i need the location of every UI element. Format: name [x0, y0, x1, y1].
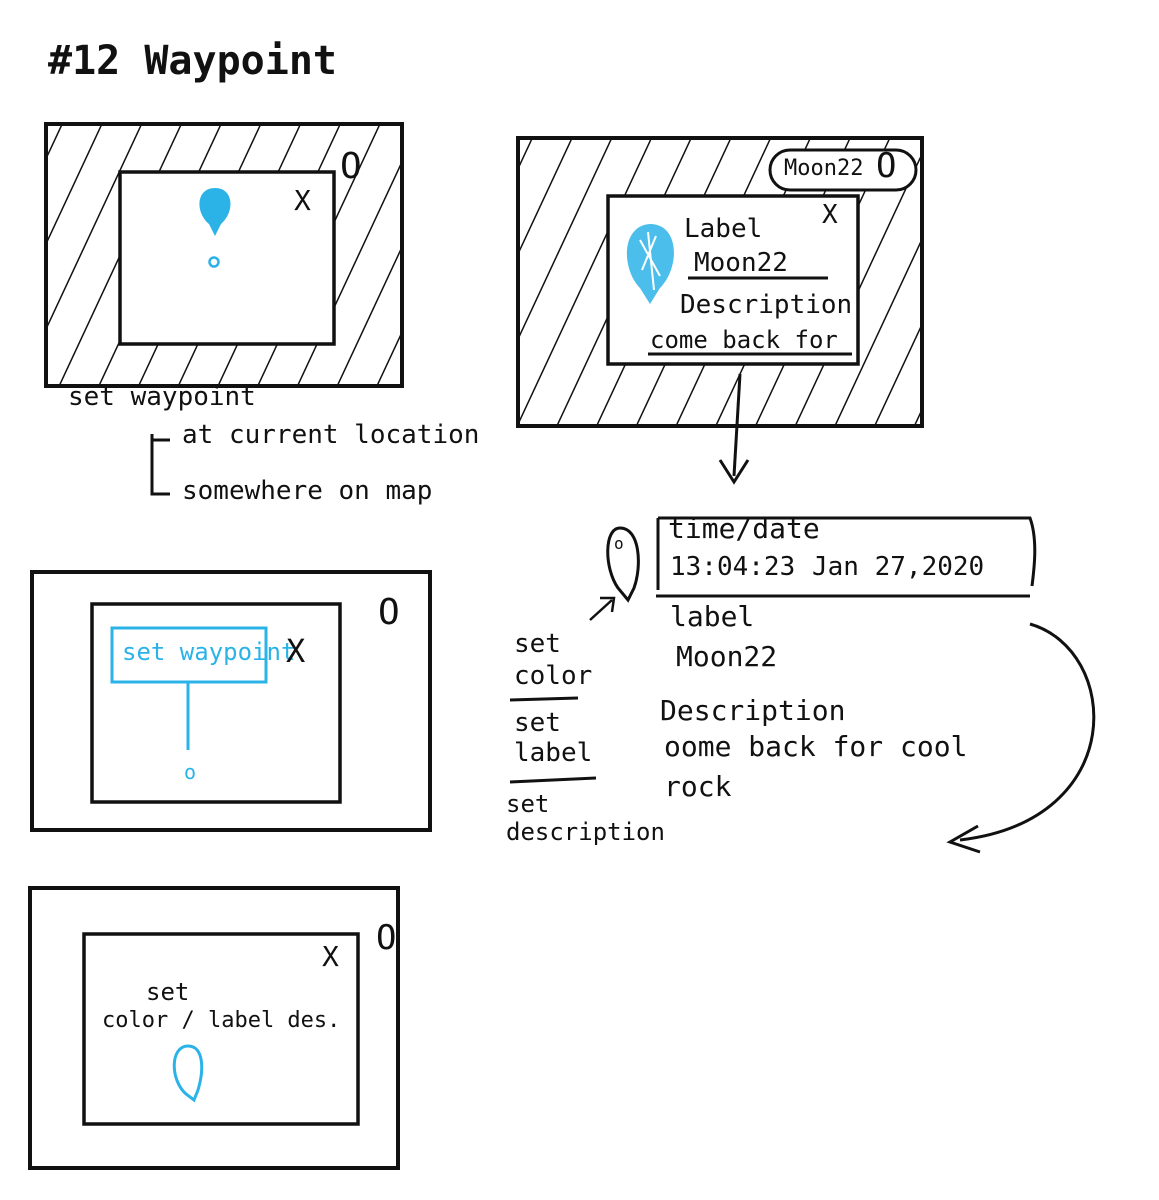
detail-desc-heading: Description — [660, 694, 846, 727]
date-value: Jan 27,2020 — [812, 552, 985, 582]
frame2-menu-icon[interactable]: O — [876, 146, 897, 186]
blue-pin-outline-icon — [172, 1044, 204, 1103]
frame2-label-value: Moon22 — [694, 248, 788, 278]
waypoint-badge[interactable]: Moon22 — [784, 156, 864, 181]
time-value: 13:04:23 — [670, 552, 796, 582]
frame4-menu-icon[interactable]: O — [376, 918, 397, 958]
pin-mark: o — [614, 534, 624, 553]
set-waypoint-button[interactable]: set waypoint — [122, 638, 296, 666]
time-heading: time/date — [668, 512, 820, 545]
frame2-desc-value: come back for — [650, 326, 838, 354]
detail-desc-line1: oome back for cool — [664, 730, 968, 763]
pin-outline-icon — [606, 526, 640, 603]
frame2-screen — [516, 136, 924, 485]
frame4-close-icon[interactable]: X — [322, 940, 339, 973]
option-somewhere-on-map[interactable]: somewhere on map — [182, 476, 433, 506]
frame2-label-heading: Label — [684, 214, 763, 244]
frame1-close-icon[interactable]: X — [294, 184, 311, 217]
frame3-close-icon[interactable]: X — [286, 632, 306, 670]
detail-desc-line2: rock — [664, 770, 732, 803]
page-title: #12 Waypoint — [48, 38, 337, 84]
frame2-desc-heading: Description — [680, 290, 853, 320]
frame2-close-icon[interactable]: X — [822, 200, 838, 230]
frame1-caption: set waypoint — [68, 382, 256, 412]
frame3-menu-icon[interactable]: O — [378, 592, 400, 633]
frame3-pin-mark: o — [184, 760, 197, 784]
map-pin-icon — [199, 188, 231, 236]
menu-set-description[interactable]: set description — [506, 790, 665, 846]
frame4-screen — [28, 886, 400, 1170]
detail-panel — [509, 516, 1096, 854]
detail-label-heading: label — [670, 600, 755, 633]
frame4-set-label: set — [146, 978, 190, 1006]
menu-set-label[interactable]: set label — [514, 708, 593, 768]
frame3-screen — [30, 570, 432, 832]
detail-label-value: Moon22 — [676, 640, 778, 673]
frame1-screen — [44, 122, 404, 496]
menu-set-color[interactable]: set color — [514, 629, 593, 691]
frame4-options-label: color / label des. — [102, 1008, 341, 1033]
option-current-location[interactable]: at current location — [182, 420, 480, 450]
frame1-menu-icon[interactable]: O — [340, 146, 362, 187]
